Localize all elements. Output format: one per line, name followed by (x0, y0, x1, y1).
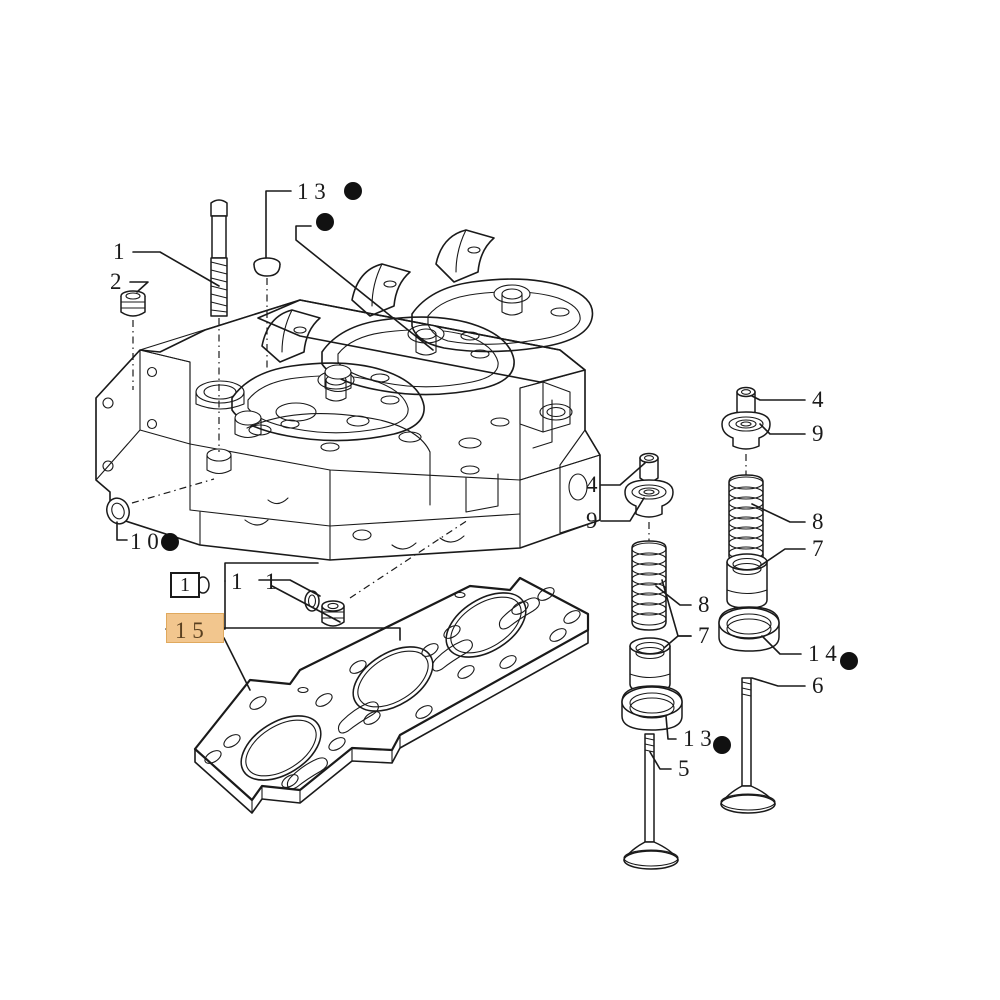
callout-4-collet-left: 4 (586, 472, 598, 497)
callout-1-plug-assembly: 1 (231, 569, 243, 594)
valve-seat-insert-intake (621, 685, 683, 731)
callout-7-seal-left: 7 (698, 623, 710, 648)
highlight-label-part-15: 1 5 (175, 618, 204, 643)
callout-10-core-plug: 1 0 (130, 529, 159, 554)
highlight-box-part-15[interactable] (166, 613, 224, 643)
reference-dot-3 (161, 533, 179, 551)
intake-valve (623, 733, 679, 870)
callout-8-spring-right: 8 (812, 509, 824, 534)
valve-collet-left (639, 452, 659, 483)
valve-seat-insert-exhaust (718, 606, 780, 652)
reference-dot-5 (713, 736, 731, 754)
callout-13-sealing-cap: 1 3 (297, 179, 326, 204)
reference-dot-1 (344, 182, 362, 200)
valve-spring-right (728, 474, 764, 565)
threaded-plug-2 (120, 290, 146, 390)
callout-9-retainer-right: 9 (812, 421, 824, 446)
plug-assembly-detail (196, 519, 469, 627)
callout-1-head-bolt: 1 (113, 239, 125, 264)
cylinder-head-upper-towers (231, 229, 594, 442)
cylinder-head-bolt (210, 199, 228, 452)
callout-6-exhaust-valve: 6 (812, 673, 824, 698)
valve-spring-left (631, 540, 667, 631)
callout-5-intake-valve: 5 (678, 756, 690, 781)
callout-9-retainer-left: 9 (586, 508, 598, 533)
valve-collet-right (736, 386, 756, 417)
sealing-cap-13 (253, 257, 281, 372)
leader-lines (116, 190, 806, 770)
boxed-reference-tag: 1 (170, 572, 200, 598)
cylinder-head-casting (95, 299, 601, 561)
reference-dot-2 (316, 213, 334, 231)
callout-13-seat-intake: 1 3 (683, 726, 712, 751)
callout-7-seal-right: 7 (812, 536, 824, 561)
exhaust-valve (720, 677, 776, 814)
callout-14-seat-exhaust: 1 4 (808, 641, 837, 666)
callout-4-collet-right: 4 (812, 387, 824, 412)
valve-stem-seal-left (629, 637, 671, 693)
spring-retainer-right (721, 411, 771, 498)
reference-dot-4 (840, 652, 858, 670)
callout-1-small-plug: 1 (265, 569, 277, 594)
callout-2-plug: 2 (110, 269, 122, 294)
callout-8-spring-left: 8 (698, 592, 710, 617)
core-plug-10 (106, 478, 215, 525)
valve-stem-seal-right (726, 553, 768, 609)
cylinder-head-gasket (193, 576, 590, 814)
